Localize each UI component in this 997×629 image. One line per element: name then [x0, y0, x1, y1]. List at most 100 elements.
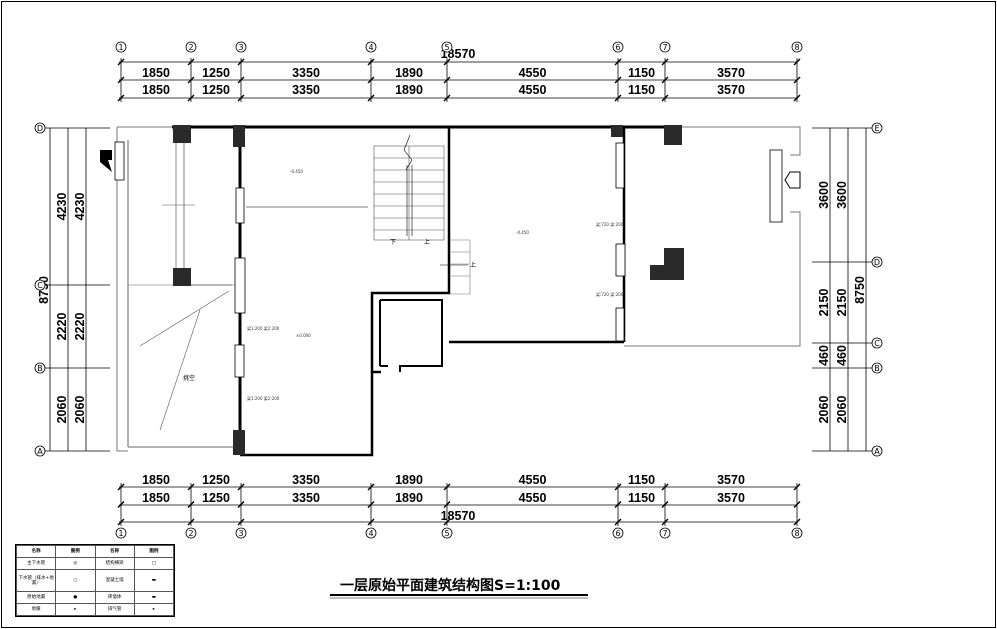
legend-cell: 砖墙体 — [94, 591, 135, 604]
legend-cell: 地暖 — [15, 603, 57, 616]
legend-symbol: ▬ — [133, 591, 175, 604]
axis-bubble — [185, 41, 197, 53]
legend-cell: 混凝土墙 — [94, 569, 135, 592]
right-total-dim: 8750 — [853, 276, 867, 304]
legend-cell: 原始地漏 — [15, 591, 57, 604]
left-dim-segment: 2060 — [73, 396, 87, 424]
axis-bubble — [871, 256, 883, 268]
legend-cell: 下水管（排水+地漏） — [15, 569, 57, 592]
right-dim-segment: 460 — [835, 345, 849, 366]
legend-symbol: ▸ — [133, 603, 175, 616]
axis-bubble — [235, 41, 247, 53]
dim-segment: 3570 — [717, 491, 745, 505]
legend-header: 名称 — [94, 545, 135, 558]
dim-segment: 4550 — [519, 491, 547, 505]
dim-segment: 1890 — [395, 473, 423, 487]
dim-segment: 1850 — [142, 66, 170, 80]
axis-bubble — [659, 527, 671, 539]
legend-symbol: ▬ — [133, 569, 175, 592]
axis-number: 1 — [118, 529, 123, 538]
axis-bubble — [34, 362, 46, 374]
dim-segment: 1150 — [628, 83, 655, 97]
axis-bubble — [441, 41, 453, 53]
bottom-dimensions — [117, 483, 801, 526]
axis-bubble — [659, 41, 671, 53]
right-dim-segment: 2060 — [835, 396, 849, 424]
right-dim-segment: 460 — [817, 345, 831, 366]
axis-number: 8 — [794, 529, 799, 538]
elevation-b: -0.450 — [516, 230, 529, 235]
dim-segment: 3350 — [292, 491, 320, 505]
axis-bubble — [871, 362, 883, 374]
legend-symbol: ◎ — [55, 557, 96, 570]
left-dim-segment: 4230 — [73, 193, 87, 221]
stair-down-label: 下 — [390, 239, 396, 246]
dim-segment: 3570 — [717, 473, 745, 487]
axis-letter: B — [37, 364, 43, 373]
left-dim-segment: 4230 — [55, 193, 69, 221]
axis-bubble — [34, 122, 46, 134]
elevation-a: -0.450 — [290, 169, 303, 174]
dim-segment: 1250 — [202, 491, 230, 505]
axis-number: 6 — [615, 43, 620, 52]
dim-segment: 4550 — [519, 66, 547, 80]
axis-bubble — [365, 527, 377, 539]
dim-segment: 1250 — [202, 83, 230, 97]
beam-mark-1: 梁1:200 梁2:200 — [247, 325, 280, 331]
axis-letter: D — [874, 258, 880, 267]
legend-cell: 主下水管 — [15, 557, 57, 570]
entry-arrow-left — [100, 150, 112, 172]
axis-letter: A — [37, 447, 43, 456]
axis-bubble — [871, 337, 883, 349]
dim-segment: 1250 — [202, 66, 230, 80]
axis-bubble — [791, 41, 803, 53]
right-dim-segment: 2060 — [817, 396, 831, 424]
axis-number: 4 — [368, 529, 373, 538]
entry-arrow-right — [784, 171, 801, 189]
axis-bubble — [34, 279, 46, 291]
axis-number: 8 — [794, 43, 799, 52]
axis-bubble — [441, 527, 453, 539]
total-dim-bottom: 18570 — [441, 509, 476, 523]
legend-symbol: ▸ — [55, 603, 96, 616]
right-dim-segment: 3600 — [835, 181, 849, 209]
axis-bubble — [871, 445, 883, 457]
dim-segment: 3570 — [717, 83, 745, 97]
dim-segment: 1890 — [395, 491, 423, 505]
dim-segment: 1250 — [202, 473, 230, 487]
staircase — [373, 134, 445, 241]
axis-bubble — [612, 41, 624, 53]
right-dimensions — [812, 127, 872, 452]
axis-letter: B — [874, 364, 880, 373]
axis-number: 5 — [444, 529, 449, 538]
axis-number: 1 — [118, 43, 123, 52]
axis-letter: C — [874, 339, 880, 348]
axis-bubble — [871, 122, 883, 134]
axis-number: 4 — [368, 43, 373, 52]
beam-mark-4: 梁:720 梁:200 — [596, 291, 624, 297]
axis-bubble — [34, 445, 46, 457]
dim-segment: 1850 — [142, 473, 170, 487]
entry-up-label: 上 — [470, 261, 476, 269]
axis-number: 7 — [662, 529, 667, 538]
axis-letter: C — [37, 281, 43, 290]
axis-bubble — [235, 527, 247, 539]
right-dim-segment: 3600 — [817, 181, 831, 209]
columns — [173, 125, 684, 455]
dim-segment: 3350 — [292, 473, 320, 487]
legend-header: 图例 — [133, 545, 175, 558]
left-dim-segment: 2220 — [55, 313, 69, 341]
dim-segment: 1150 — [628, 66, 655, 80]
dim-segment: 4550 — [519, 83, 547, 97]
axis-letter: A — [874, 447, 880, 456]
dim-segment: 1850 — [142, 83, 170, 97]
legend-symbol: ● — [55, 591, 96, 604]
right-dim-segment: 2150 — [835, 289, 849, 317]
openings — [114, 139, 783, 378]
legend-table: 名称 图例 名称 图例 主下水管 ◎ 结构横梁 □ 下水管（排水+地漏） ○ 混… — [15, 544, 175, 617]
axis-bubble — [115, 41, 127, 53]
dim-segment: 1150 — [628, 473, 655, 487]
axis-bubble — [612, 527, 624, 539]
axis-bubble — [365, 41, 377, 53]
